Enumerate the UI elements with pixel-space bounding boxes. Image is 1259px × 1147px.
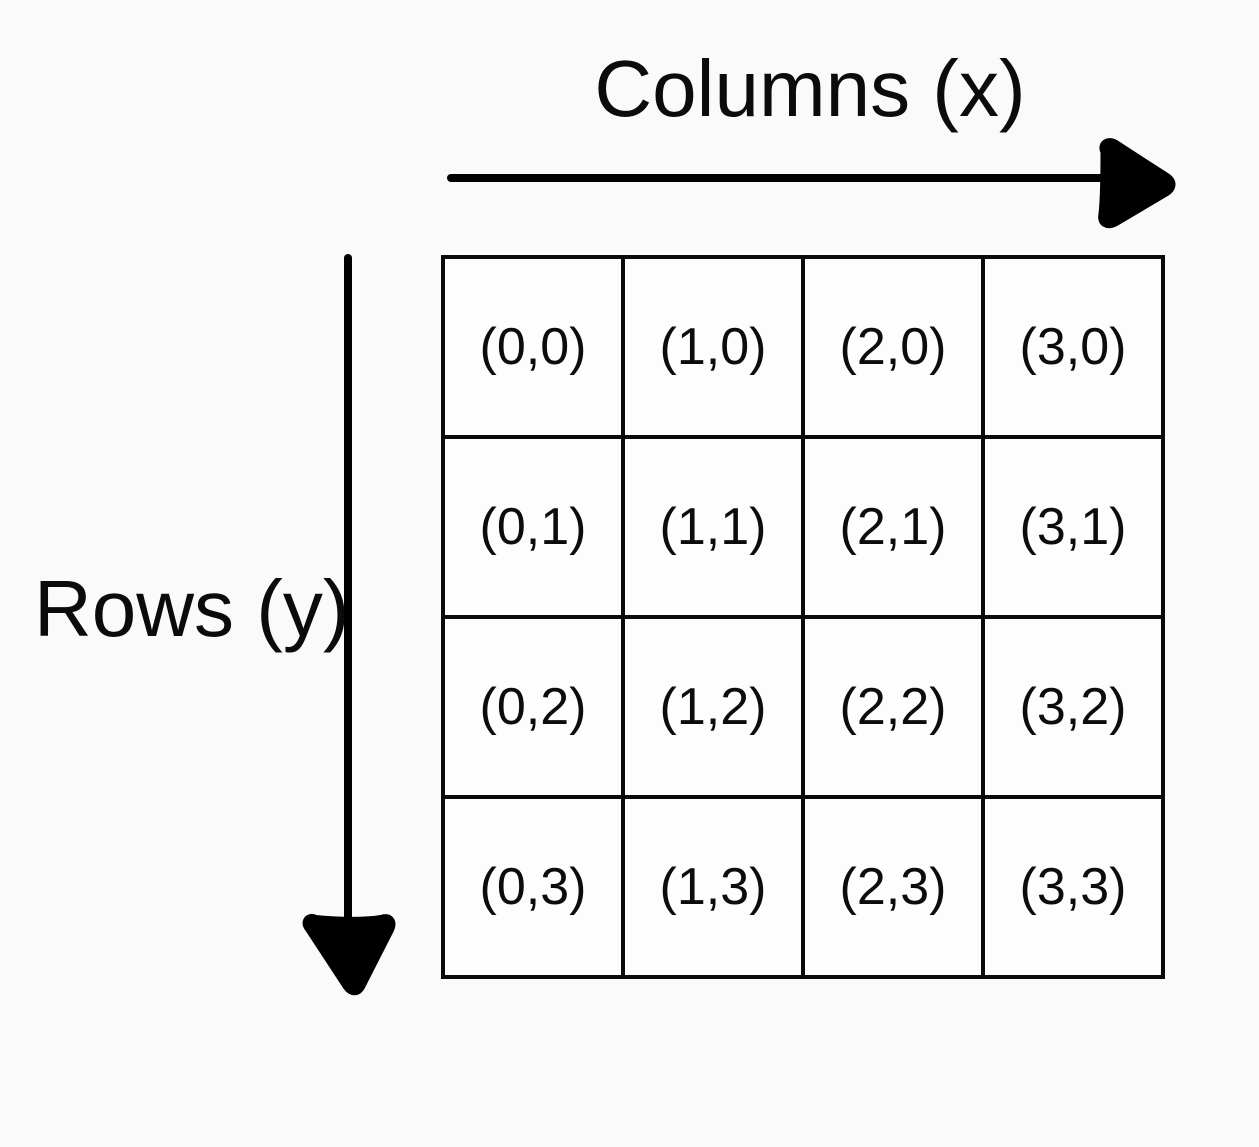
columns-axis-arrow xyxy=(447,138,1176,229)
grid-cell: (1,1) xyxy=(623,437,803,617)
grid-cell: (3,1) xyxy=(983,437,1163,617)
grid-cell: (2,1) xyxy=(803,437,983,617)
grid-cell: (2,0) xyxy=(803,257,983,437)
grid-cell: (0,1) xyxy=(443,437,623,617)
grid-cell: (1,0) xyxy=(623,257,803,437)
columns-arrowhead-icon xyxy=(1098,138,1176,229)
grid-cell: (0,2) xyxy=(443,617,623,797)
grid-cell: (2,2) xyxy=(803,617,983,797)
grid-cell: (0,0) xyxy=(443,257,623,437)
grid-cell: (2,3) xyxy=(803,797,983,977)
grid-cell: (3,3) xyxy=(983,797,1163,977)
rows-axis-label: Rows (y) xyxy=(34,564,350,653)
coordinate-grid: (0,0) (1,0) (2,0) (3,0) (0,1) (1,1) (2,1… xyxy=(441,255,1165,979)
columns-axis-label: Columns (x) xyxy=(594,44,1026,133)
grid-cell: (0,3) xyxy=(443,797,623,977)
grid-cell: (3,0) xyxy=(983,257,1163,437)
grid-cell: (3,2) xyxy=(983,617,1163,797)
rows-arrowhead-icon xyxy=(302,914,396,996)
grid-cell: (1,2) xyxy=(623,617,803,797)
grid-cell: (1,3) xyxy=(623,797,803,977)
